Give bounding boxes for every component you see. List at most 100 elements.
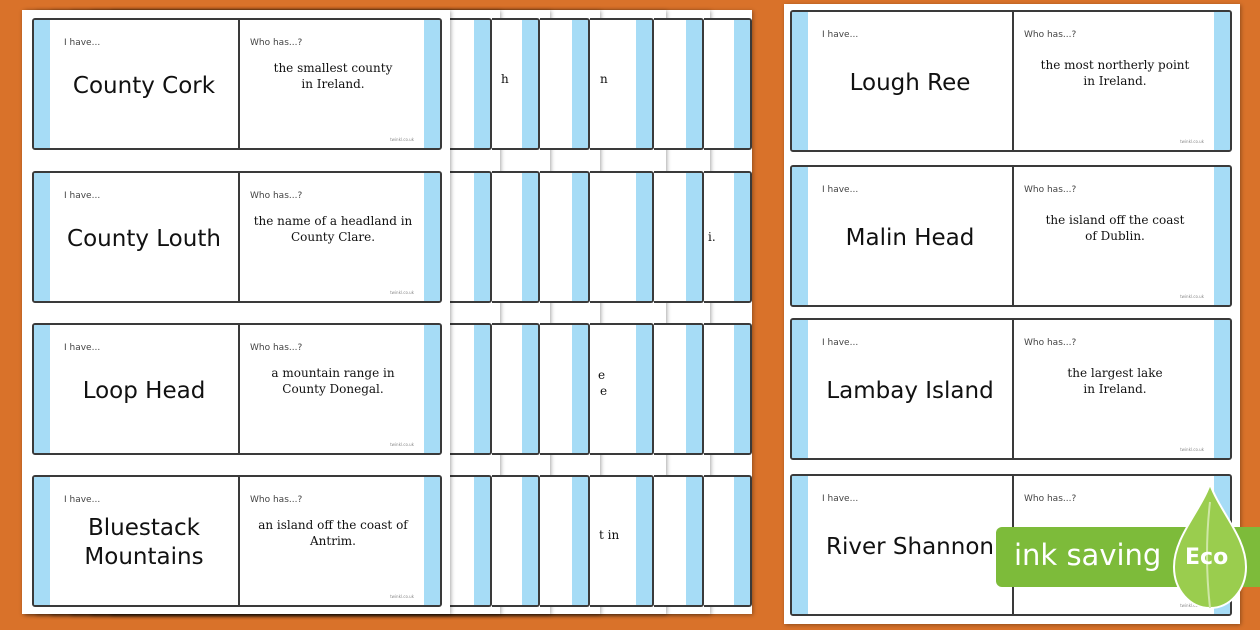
card-footer: twinkl.co.uk (1180, 447, 1204, 452)
card-stub (654, 18, 704, 150)
card-clue: an island off the coast of Antrim. (258, 517, 408, 548)
card-left-strip (792, 476, 808, 614)
card-stub (704, 475, 752, 607)
card-strip (686, 20, 702, 148)
eco-label: Eco (1185, 545, 1229, 570)
i-have-label: I have... (64, 343, 101, 353)
card-left-strip (34, 325, 50, 453)
card-strip (686, 325, 702, 453)
card-footer: twinkl.co.uk (390, 594, 414, 599)
who-has-label: Who has...? (250, 495, 303, 505)
card-stub (540, 171, 590, 303)
card-strip (686, 477, 702, 605)
stub-fragment: e (598, 368, 606, 382)
card-left-strip (792, 12, 808, 150)
card-strip (522, 477, 538, 605)
stub-fragment: i. (708, 230, 716, 244)
card-stub (540, 475, 590, 607)
card-clue: the most northerly point in Ireland. (1040, 57, 1190, 88)
i-have-label: I have... (64, 38, 101, 48)
stub-fragment: h (501, 72, 509, 86)
card-right-strip (1214, 12, 1230, 150)
stub-fragment: n (600, 72, 608, 86)
card-stub (654, 475, 704, 607)
card-strip (474, 20, 490, 148)
left-card: I have... Who has...? Loop Head a mountain … (32, 323, 442, 455)
card-left-strip (34, 20, 50, 148)
i-have-label: I have... (822, 30, 859, 40)
card-strip (474, 477, 490, 605)
card-right-strip (1214, 167, 1230, 305)
card-left-strip (792, 320, 808, 458)
card-footer: twinkl.co.uk (1180, 294, 1204, 299)
card-stub (450, 475, 492, 607)
card-right-strip (424, 325, 440, 453)
card-stub (654, 171, 704, 303)
card-stub (704, 323, 752, 455)
card-stub (590, 18, 654, 150)
ink-saving-label: ink saving (1014, 538, 1162, 572)
card-stub (590, 323, 654, 455)
card-strip (734, 325, 750, 453)
card-strip (734, 477, 750, 605)
card-strip (474, 173, 490, 301)
card-stub (450, 323, 492, 455)
card-left-strip (34, 477, 50, 605)
card-stub (540, 18, 590, 150)
card-stub (590, 475, 654, 607)
card-right-strip (424, 173, 440, 301)
who-has-label: Who has...? (250, 343, 303, 353)
eco-leaf-icon (1172, 482, 1248, 610)
card-stub (590, 171, 654, 303)
card-footer: twinkl.co.uk (1180, 139, 1204, 144)
card-strip (636, 173, 652, 301)
card-footer: twinkl.co.uk (1180, 603, 1204, 608)
i-have-label: I have... (822, 494, 859, 504)
card-strip (734, 173, 750, 301)
i-have-label: I have... (822, 185, 859, 195)
card-footer: twinkl.co.uk (390, 290, 414, 295)
card-stub (450, 171, 492, 303)
card-strip (572, 173, 588, 301)
card-answer: Malin Head (845, 224, 975, 251)
card-right-strip (424, 477, 440, 605)
who-has-label: Who has...? (1024, 494, 1077, 504)
card-stub (654, 323, 704, 455)
card-footer: twinkl.co.uk (390, 442, 414, 447)
card-clue: the island off the coast of Dublin. (1045, 212, 1185, 243)
card-left-strip (34, 173, 50, 301)
card-strip (686, 173, 702, 301)
card-clue: the smallest county in Ireland. (273, 60, 393, 91)
who-has-label: Who has...? (250, 38, 303, 48)
card-stub (492, 475, 540, 607)
card-strip (572, 20, 588, 148)
card-divider (238, 325, 240, 453)
card-stub (540, 323, 590, 455)
card-footer: twinkl.co.uk (390, 137, 414, 142)
i-have-label: I have... (64, 495, 101, 505)
who-has-label: Who has...? (250, 191, 303, 201)
card-clue: a mountain range in County Donegal. (271, 365, 395, 396)
card-stub (704, 171, 752, 303)
card-strip (636, 477, 652, 605)
card-clue: the largest lake in Ireland. (1067, 365, 1163, 396)
who-has-label: Who has...? (1024, 338, 1077, 348)
card-right-strip (1214, 320, 1230, 458)
card-strip (522, 20, 538, 148)
card-divider (1012, 12, 1014, 150)
i-have-label: I have... (64, 191, 101, 201)
card-strip (636, 20, 652, 148)
card-strip (734, 20, 750, 148)
stub-fragment: e (600, 384, 608, 398)
who-has-label: Who has...? (1024, 30, 1077, 40)
card-answer: Loop Head (82, 377, 206, 404)
card-divider (1012, 167, 1014, 305)
card-clue: the name of a headland in County Clare. (253, 213, 413, 244)
card-right-strip (424, 20, 440, 148)
card-strip (636, 325, 652, 453)
card-strip (522, 325, 538, 453)
card-answer: County Louth (67, 225, 221, 252)
